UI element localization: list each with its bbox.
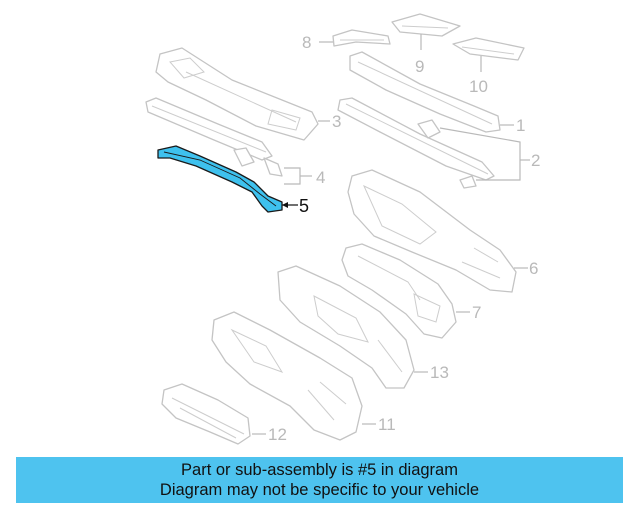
part-9[interactable] (391, 13, 461, 37)
part-11[interactable] (211, 311, 363, 441)
info-banner: Part or sub-assembly is #5 in diagram Di… (16, 457, 623, 503)
callout-9: 9 (415, 57, 424, 76)
part-1[interactable] (349, 51, 501, 133)
banner-line-1: Part or sub-assembly is #5 in diagram (181, 461, 458, 479)
callout-10: 10 (469, 77, 488, 96)
callout-6: 6 (529, 259, 538, 278)
part-8[interactable] (332, 29, 391, 47)
callout-2: 2 (531, 151, 540, 170)
part-6[interactable] (347, 169, 517, 293)
callout-13: 13 (430, 363, 449, 382)
callout-5: 5 (299, 196, 309, 216)
part-13[interactable] (277, 265, 415, 389)
part-4[interactable] (145, 97, 283, 177)
part-3[interactable] (155, 47, 319, 141)
callout-3: 3 (332, 112, 341, 131)
callout-4: 4 (316, 168, 325, 187)
callout-12: 12 (268, 425, 287, 444)
callout-11: 11 (378, 415, 396, 434)
leader-4 (284, 167, 301, 185)
arrow-5 (282, 202, 288, 208)
callout-7: 7 (472, 303, 481, 322)
part-10[interactable] (452, 37, 525, 61)
parts-diagram: 8 9 10 3 1 2 (145, 13, 540, 445)
banner-line-2: Diagram may not be specific to your vehi… (159, 481, 480, 499)
part-5-highlighted[interactable] (157, 145, 283, 213)
part-7[interactable] (341, 243, 457, 339)
part-12[interactable] (161, 383, 251, 445)
leader-2 (439, 127, 521, 181)
callout-8: 8 (302, 33, 311, 52)
part-2[interactable] (337, 97, 495, 189)
callout-1: 1 (516, 116, 525, 135)
